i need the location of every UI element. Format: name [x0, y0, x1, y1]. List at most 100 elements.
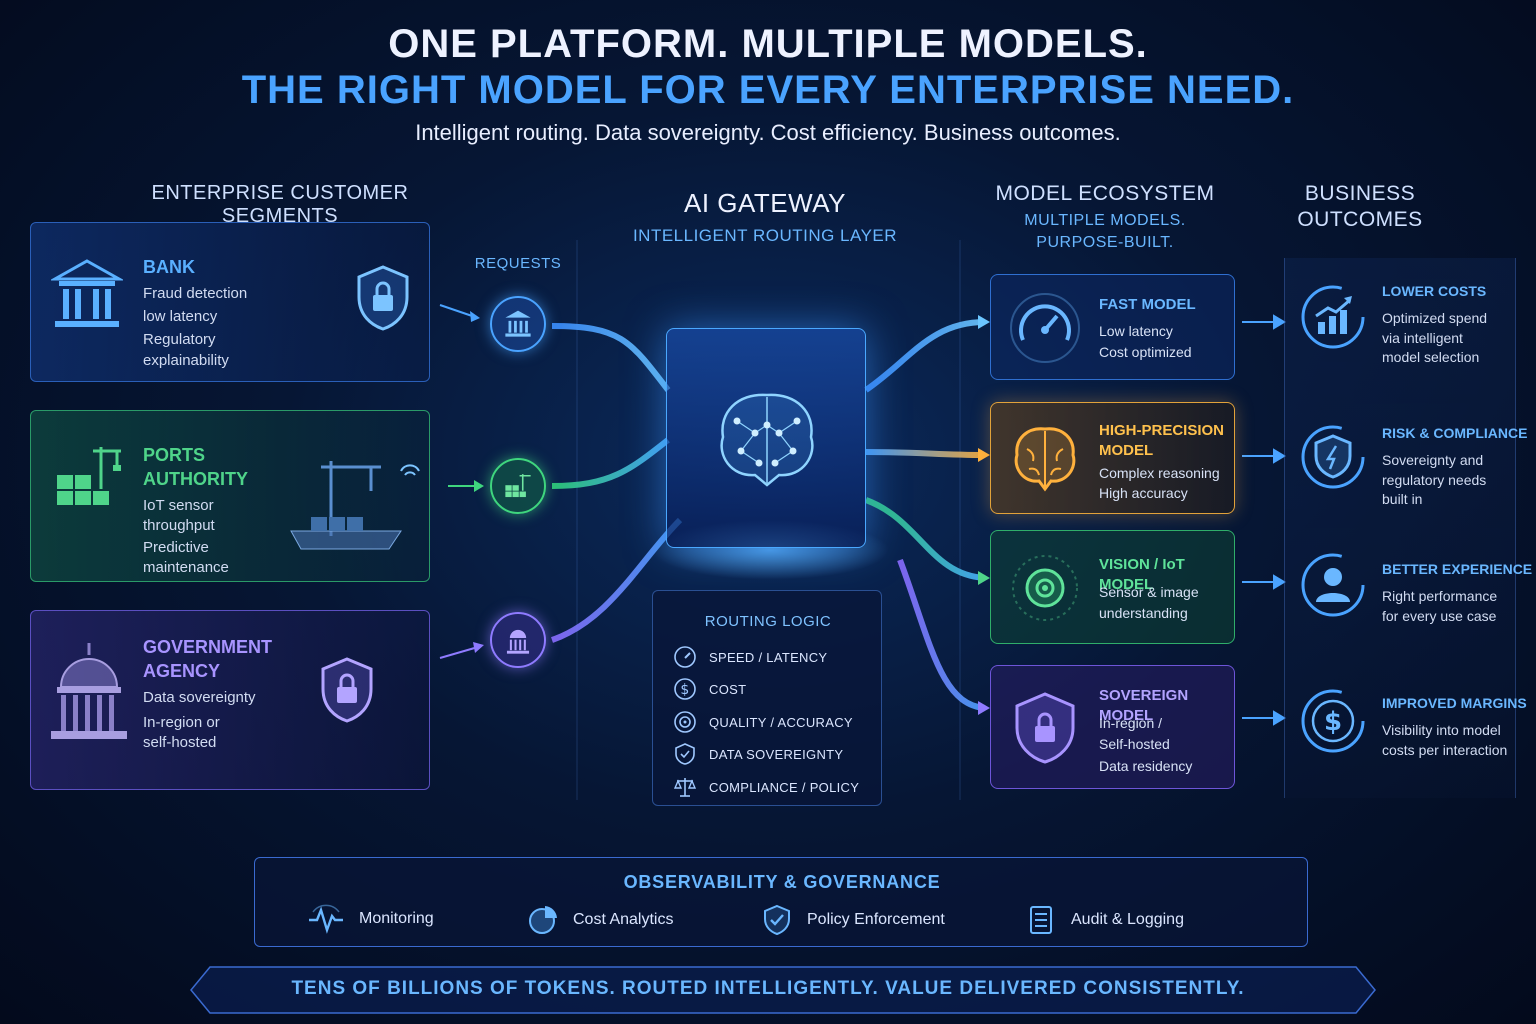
outcome-line: for every use case — [1382, 608, 1497, 624]
obs-item-policy-enforcement[interactable]: Policy Enforcement — [761, 904, 945, 936]
segment-card-government[interactable]: GOVERNMENT AGENCY Data sovereignty In-re… — [30, 610, 430, 790]
outcome-line: regulatory needs — [1382, 472, 1487, 488]
pie-chart-icon — [529, 906, 557, 934]
shield-icon — [675, 743, 695, 765]
observability-panel: OBSERVABILITY & GOVERNANCE Monitoring Co… — [254, 857, 1308, 947]
routing-item-label: DATA SOVEREIGNTY — [709, 746, 844, 762]
main-title-line2: THE RIGHT MODEL FOR EVERY ENTERPRISE NEE… — [241, 68, 1295, 112]
shield-lock-icon — [357, 265, 409, 331]
shield-bolt-icon — [1301, 425, 1365, 489]
segment-line: explainability — [143, 352, 229, 369]
segment-line: throughput — [143, 517, 215, 534]
obs-item-label: Policy Enforcement — [807, 911, 945, 928]
capitol-icon — [51, 643, 127, 739]
routing-item-label: SPEED / LATENCY — [709, 649, 828, 665]
segment-line: Regulatory — [143, 331, 216, 348]
outcome-line: Sovereignty and — [1382, 452, 1484, 468]
model-line: Low latency — [1099, 323, 1173, 339]
shield-lock-icon — [321, 657, 373, 723]
svg-text:$: $ — [1324, 707, 1342, 737]
obs-item-audit-logging[interactable]: Audit & Logging — [1025, 904, 1184, 936]
target-icon — [674, 711, 696, 733]
segment-line: Predictive — [143, 539, 209, 556]
outcome-line: Optimized spend — [1382, 310, 1488, 326]
segment-card-ports[interactable]: PORTS AUTHORITY IoT sensor throughput Pr… — [30, 410, 430, 582]
routing-item-label: QUALITY / ACCURACY — [709, 714, 853, 730]
request-node-government[interactable] — [490, 612, 546, 668]
svg-text:$: $ — [680, 682, 689, 698]
routing-item-compliance: COMPLIANCE / POLICY — [673, 775, 859, 799]
dollar-circle-icon: $ — [1301, 689, 1365, 753]
model-card-vision-iot[interactable]: VISION / IoT MODEL Sensor & image unders… — [990, 530, 1235, 644]
segment-line: In-region or — [143, 714, 220, 731]
requests-label: REQUESTS — [474, 255, 562, 272]
scales-icon — [673, 778, 697, 797]
ecosystem-sub-1: MULTIPLE MODELS. — [1024, 212, 1186, 229]
model-title-fast: FAST MODEL — [1099, 296, 1196, 313]
routing-item-speed: SPEED / LATENCY — [673, 645, 827, 669]
heartbeat-icon — [309, 904, 343, 934]
document-list-icon — [1030, 906, 1052, 934]
gateway-title: AI GATEWAY — [684, 188, 846, 218]
routing-logic-panel: ROUTING LOGIC SPEED / LATENCY $ COST QUA… — [652, 590, 882, 806]
bottom-banner-frame — [190, 966, 1376, 1014]
outcome-line: costs per interaction — [1382, 742, 1508, 758]
outcome-line: Visibility into model — [1382, 722, 1501, 738]
model-line: Sensor & image — [1099, 584, 1199, 600]
bank-icon — [51, 259, 123, 327]
segment-line: low latency — [143, 308, 218, 325]
model-title-hp-1: HIGH-PRECISION — [1099, 422, 1225, 439]
model-line: Data residency — [1099, 758, 1193, 774]
main-title-line1: ONE PLATFORM. MULTIPLE MODELS. — [388, 22, 1148, 66]
segment-line: maintenance — [143, 559, 229, 576]
bottom-banner-text: TENS OF BILLIONS OF TOKENS. ROUTED INTEL… — [291, 978, 1245, 999]
model-title-vision: VISION / IoT MODEL — [1099, 556, 1185, 593]
brain-icon — [1014, 427, 1076, 492]
main-subtitle: Intelligent routing. Data sovereignty. C… — [415, 120, 1121, 145]
segment-line: self-hosted — [143, 734, 217, 751]
model-title-hp-2: MODEL — [1099, 442, 1154, 459]
dollar-icon: $ — [674, 678, 696, 700]
outcome-title-margins: IMPROVED MARGINS — [1382, 695, 1527, 711]
bank-icon — [505, 310, 531, 337]
model-title-sovereign: SOVEREIGN MODEL — [1099, 687, 1189, 724]
outcomes-panel — [1284, 258, 1516, 798]
model-card-sovereign[interactable]: SOVEREIGN MODEL In-region / Self-hosted … — [990, 665, 1235, 789]
outcome-title-experience: BETTER EXPERIENCE — [1382, 561, 1533, 577]
request-node-bank[interactable] — [490, 296, 546, 352]
user-icon — [1301, 553, 1365, 617]
model-card-high-precision[interactable]: HIGH-PRECISION MODEL Complex reasoning H… — [990, 402, 1235, 514]
segment-line: Fraud detection — [143, 285, 248, 302]
obs-item-monitoring[interactable]: Monitoring — [307, 904, 434, 934]
segment-title-gov-1: GOVERNMENT — [143, 637, 273, 657]
port-icon — [57, 447, 121, 505]
segment-line: IoT sensor — [143, 497, 214, 514]
request-node-ports[interactable] — [490, 458, 546, 514]
model-line: High accuracy — [1099, 485, 1188, 501]
ecosystem-sub-2: PURPOSE-BUILT. — [1036, 234, 1174, 251]
obs-item-cost-analytics[interactable]: Cost Analytics — [527, 904, 673, 936]
model-line: Complex reasoning — [1099, 465, 1220, 481]
outcome-line: model selection — [1382, 349, 1480, 365]
outcomes-heading-2: OUTCOMES — [1297, 208, 1423, 231]
crane-ship-icon — [290, 461, 420, 550]
gateway-subtitle: INTELLIGENT ROUTING LAYER — [632, 226, 898, 245]
model-line: Self-hosted — [1099, 736, 1170, 752]
segments-heading: ENTERPRISE CUSTOMER SEGMENTS — [151, 182, 409, 227]
outcome-line: via intelligent — [1382, 330, 1463, 346]
routing-item-quality: QUALITY / ACCURACY — [673, 710, 853, 734]
segment-card-bank[interactable]: BANK Fraud detection low latency Regulat… — [30, 222, 430, 382]
ecosystem-heading: MODEL ECOSYSTEM — [995, 182, 1215, 205]
outcome-line: Right performance — [1382, 588, 1498, 604]
model-line: Cost optimized — [1099, 344, 1192, 360]
segment-title-bank: BANK — [143, 257, 195, 277]
model-card-fast[interactable]: FAST MODEL Low latency Cost optimized — [990, 274, 1235, 380]
shield-check-icon — [764, 904, 790, 936]
routing-item-label: COMPLIANCE / POLICY — [709, 779, 860, 795]
routing-item-label: COST — [709, 681, 747, 697]
shield-lock-icon — [1015, 692, 1075, 764]
brain-network-icon — [720, 393, 814, 487]
ai-gateway-cube[interactable] — [666, 328, 866, 548]
model-line: In-region / — [1099, 715, 1163, 731]
routing-item-cost: $ COST — [673, 677, 746, 701]
